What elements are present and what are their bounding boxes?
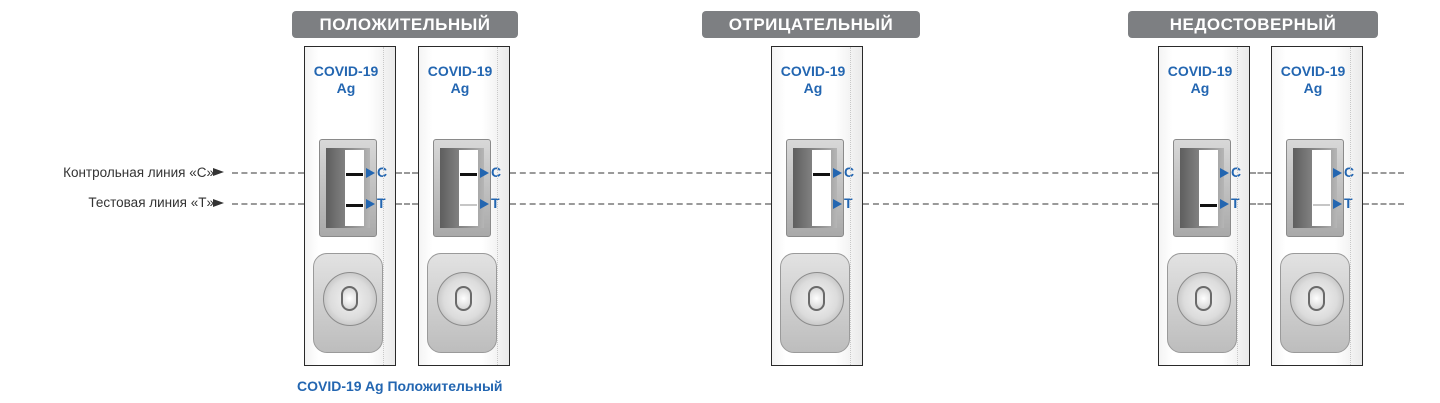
test-marker-arrow-icon bbox=[366, 199, 375, 209]
result-window bbox=[1286, 139, 1344, 237]
control-band bbox=[346, 173, 363, 176]
cassette-brand: COVID-19 Ag bbox=[1272, 63, 1354, 97]
result-window bbox=[433, 139, 491, 237]
brand-line1: COVID-19 bbox=[1167, 63, 1233, 79]
guide-dashed-line bbox=[863, 172, 1158, 174]
result-window bbox=[319, 139, 377, 237]
sample-well-ring bbox=[1290, 272, 1344, 326]
control-marker-letter: C bbox=[377, 164, 388, 180]
sample-well bbox=[1167, 253, 1237, 353]
guide-dashed-line bbox=[232, 172, 304, 174]
brand-line2: Ag bbox=[803, 80, 823, 96]
sample-well bbox=[313, 253, 383, 353]
test-strip bbox=[345, 150, 364, 226]
test-marker-letter: T bbox=[377, 195, 386, 211]
sample-hole bbox=[808, 286, 825, 311]
guide-dashed-line bbox=[232, 203, 304, 205]
test-band bbox=[1313, 204, 1330, 206]
test-strip bbox=[1199, 150, 1218, 226]
sample-hole bbox=[1195, 286, 1212, 311]
test-strip bbox=[1312, 150, 1331, 226]
sample-hole bbox=[341, 286, 358, 311]
sample-well bbox=[1280, 253, 1350, 353]
result-window-inner bbox=[793, 148, 837, 228]
control-marker-arrow-icon bbox=[480, 168, 489, 178]
test-marker-letter: T bbox=[844, 195, 853, 211]
result-window-inner bbox=[1293, 148, 1337, 228]
control-marker-letter: C bbox=[1344, 164, 1355, 180]
test-marker-arrow-icon bbox=[1220, 199, 1229, 209]
test-marker-letter: T bbox=[1344, 195, 1353, 211]
test-cassette: COVID-19 Ag C T bbox=[1271, 46, 1363, 366]
result-window bbox=[786, 139, 844, 237]
sample-hole bbox=[1308, 286, 1325, 311]
test-marker-arrow-icon bbox=[1333, 199, 1342, 209]
control-marker-arrow-icon bbox=[1220, 168, 1229, 178]
brand-line2: Ag bbox=[336, 80, 356, 96]
guide-dashed-line bbox=[510, 203, 771, 205]
guide-dashed-line bbox=[396, 203, 418, 205]
test-marker-arrow-icon bbox=[480, 199, 489, 209]
brand-line1: COVID-19 bbox=[313, 63, 379, 79]
header-invalid: НЕДОСТОВЕРНЫЙ bbox=[1128, 11, 1378, 38]
sample-well-ring bbox=[790, 272, 844, 326]
guide-dashed-line bbox=[396, 172, 418, 174]
control-marker-letter: C bbox=[844, 164, 855, 180]
test-strip bbox=[459, 150, 478, 226]
control-marker-arrow-icon bbox=[833, 168, 842, 178]
test-cassette: COVID-19 Ag C T bbox=[418, 46, 510, 366]
control-band bbox=[460, 173, 477, 176]
control-marker-arrow-icon bbox=[366, 168, 375, 178]
guide-dashed-line bbox=[1363, 172, 1404, 174]
test-cassette: COVID-19 Ag C T bbox=[771, 46, 863, 366]
caption-positive: COVID-19 Ag Положительный bbox=[297, 378, 503, 394]
sample-well-ring bbox=[323, 272, 377, 326]
test-cassette: COVID-19 Ag C T bbox=[1158, 46, 1250, 366]
sample-well-ring bbox=[1177, 272, 1231, 326]
legend-test-arrow-icon bbox=[213, 199, 224, 207]
result-window-inner bbox=[440, 148, 484, 228]
test-cassette: COVID-19 Ag C T bbox=[304, 46, 396, 366]
brand-line2: Ag bbox=[1303, 80, 1323, 96]
test-band bbox=[460, 204, 477, 206]
test-marker-arrow-icon bbox=[833, 199, 842, 209]
brand-line1: COVID-19 bbox=[780, 63, 846, 79]
header-positive: ПОЛОЖИТЕЛЬНЫЙ bbox=[292, 11, 518, 38]
sample-hole bbox=[455, 286, 472, 311]
test-marker-letter: T bbox=[1231, 195, 1240, 211]
test-band bbox=[346, 204, 363, 207]
guide-dashed-line bbox=[510, 172, 771, 174]
guide-dashed-line bbox=[863, 203, 1158, 205]
header-negative: ОТРИЦАТЕЛЬНЫЙ bbox=[702, 11, 920, 38]
guide-dashed-line bbox=[1250, 203, 1271, 205]
brand-line2: Ag bbox=[450, 80, 470, 96]
legend-control-line: Контрольная линия «C» bbox=[63, 165, 214, 180]
result-window-inner bbox=[326, 148, 370, 228]
control-marker-letter: C bbox=[491, 164, 502, 180]
result-window-inner bbox=[1180, 148, 1224, 228]
legend-control-arrow-icon bbox=[213, 168, 224, 176]
cassette-brand: COVID-19 Ag bbox=[772, 63, 854, 97]
legend-test-line: Тестовая линия «T» bbox=[88, 195, 214, 210]
brand-line1: COVID-19 bbox=[1280, 63, 1346, 79]
test-band bbox=[1200, 204, 1217, 207]
cassette-brand: COVID-19 Ag bbox=[1159, 63, 1241, 97]
guide-dashed-line bbox=[1250, 172, 1271, 174]
brand-line2: Ag bbox=[1190, 80, 1210, 96]
guide-dashed-line bbox=[1363, 203, 1404, 205]
sample-well bbox=[427, 253, 497, 353]
result-window bbox=[1173, 139, 1231, 237]
sample-well-ring bbox=[437, 272, 491, 326]
sample-well bbox=[780, 253, 850, 353]
brand-line1: COVID-19 bbox=[427, 63, 493, 79]
test-strip bbox=[812, 150, 831, 226]
cassette-brand: COVID-19 Ag bbox=[305, 63, 387, 97]
control-band bbox=[813, 173, 830, 176]
test-marker-letter: T bbox=[491, 195, 500, 211]
control-marker-arrow-icon bbox=[1333, 168, 1342, 178]
cassette-brand: COVID-19 Ag bbox=[419, 63, 501, 97]
control-marker-letter: C bbox=[1231, 164, 1242, 180]
